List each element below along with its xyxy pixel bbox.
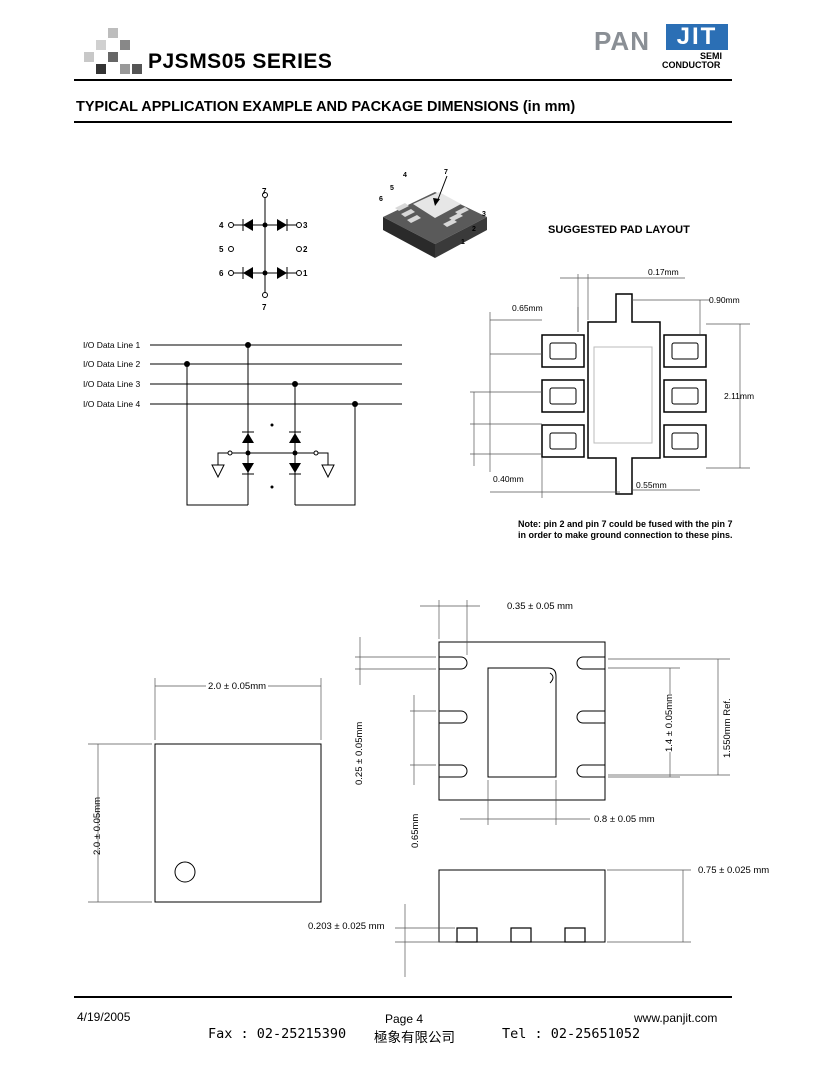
package-pin-label: 3 — [482, 211, 486, 218]
pad-layout-title: SUGGESTED PAD LAYOUT — [548, 224, 690, 236]
pad-dim-065: 0.65mm — [512, 303, 543, 313]
top-height-dim: 2.0 ± 0.05mm — [92, 796, 103, 855]
pad-layout-note: Note: pin 2 and pin 7 could be fused wit… — [518, 519, 733, 540]
package-pin-label: 6 — [379, 196, 383, 203]
brand-logo-semi: SEMI — [700, 51, 723, 61]
pad-dim-211: 2.11mm — [724, 391, 755, 401]
pin-label: 7 — [262, 187, 267, 196]
footer-divider — [74, 996, 732, 998]
footer-page: Page 4 — [385, 1012, 424, 1026]
package-pin-label: 7 — [444, 169, 448, 176]
pad-width-dim: 0.35 ± 0.05 mm — [507, 601, 573, 612]
io-line-label: I/O Data Line 4 — [83, 399, 141, 409]
section-divider — [74, 121, 732, 123]
pad-dim-017: 0.17mm — [648, 267, 679, 277]
pin-label: 1 — [303, 269, 308, 278]
pin-label: 7 — [262, 303, 267, 312]
package-pin-label: 5 — [390, 185, 394, 192]
footer-date: 4/19/2005 — [77, 1010, 131, 1024]
footer-fax: Fax : 02-25215390 — [208, 1026, 347, 1042]
standoff-dim: 0.203 ± 0.025 mm — [308, 921, 385, 932]
pin-diagram: 7 4 3 5 2 6 1 7 — [219, 187, 308, 312]
package-side-view — [395, 869, 691, 977]
footer-website[interactable]: www.panjit.com — [634, 1011, 718, 1025]
brand-logo-pan: PAN — [594, 26, 650, 56]
footer-company: 極象有限公司 — [374, 1030, 455, 1046]
application-circuit — [150, 342, 402, 506]
pad-dim-040: 0.40mm — [493, 474, 524, 484]
footer-tel: Tel : 02-25651052 — [502, 1026, 641, 1042]
package-pin-label: 2 — [472, 226, 476, 233]
exposed-width-dim: 0.8 ± 0.05 mm — [594, 814, 655, 825]
io-line-label: I/O Data Line 3 — [83, 379, 141, 389]
pad-layout-drawing — [470, 274, 750, 498]
pin-label: 3 — [303, 221, 308, 230]
pitch-dim: 0.65mm — [410, 813, 421, 848]
io-line-label: I/O Data Line 1 — [83, 340, 141, 350]
section-title: TYPICAL APPLICATION EXAMPLE AND PACKAGE … — [76, 99, 576, 115]
package-pin-label: 1 — [461, 239, 465, 246]
pad-dim-055: 0.55mm — [636, 480, 667, 490]
header-divider — [74, 79, 732, 81]
io-line-label: I/O Data Line 2 — [83, 359, 141, 369]
ref-height-dim: 1.550mm Ref. — [722, 698, 733, 758]
package-3d-image: 7 4 5 6 3 2 1 — [379, 169, 487, 258]
package-pin-label: 4 — [403, 172, 407, 179]
brand-logo-jit: JIT — [666, 24, 728, 50]
pin-label: 6 — [219, 269, 224, 278]
brand-logo-conductor: CONDUCTOR — [662, 60, 721, 70]
exposed-height-dim: 1.4 ± 0.05mm — [664, 693, 675, 752]
package-top-view — [88, 678, 322, 903]
package-bottom-view — [355, 600, 730, 825]
pad-pitch-dim: 0.25 ± 0.05mm — [354, 721, 365, 785]
series-title: PJSMS05 SERIES — [148, 50, 333, 73]
thickness-dim: 0.75 ± 0.025 mm — [698, 865, 770, 876]
pad-dim-090: 0.90mm — [709, 295, 740, 305]
logo-squares-icon — [84, 28, 142, 74]
top-width-dim: 2.0 ± 0.05mm — [206, 681, 269, 692]
pin-label: 2 — [303, 245, 308, 254]
pin-label: 5 — [219, 245, 224, 254]
pin-label: 4 — [219, 221, 224, 230]
